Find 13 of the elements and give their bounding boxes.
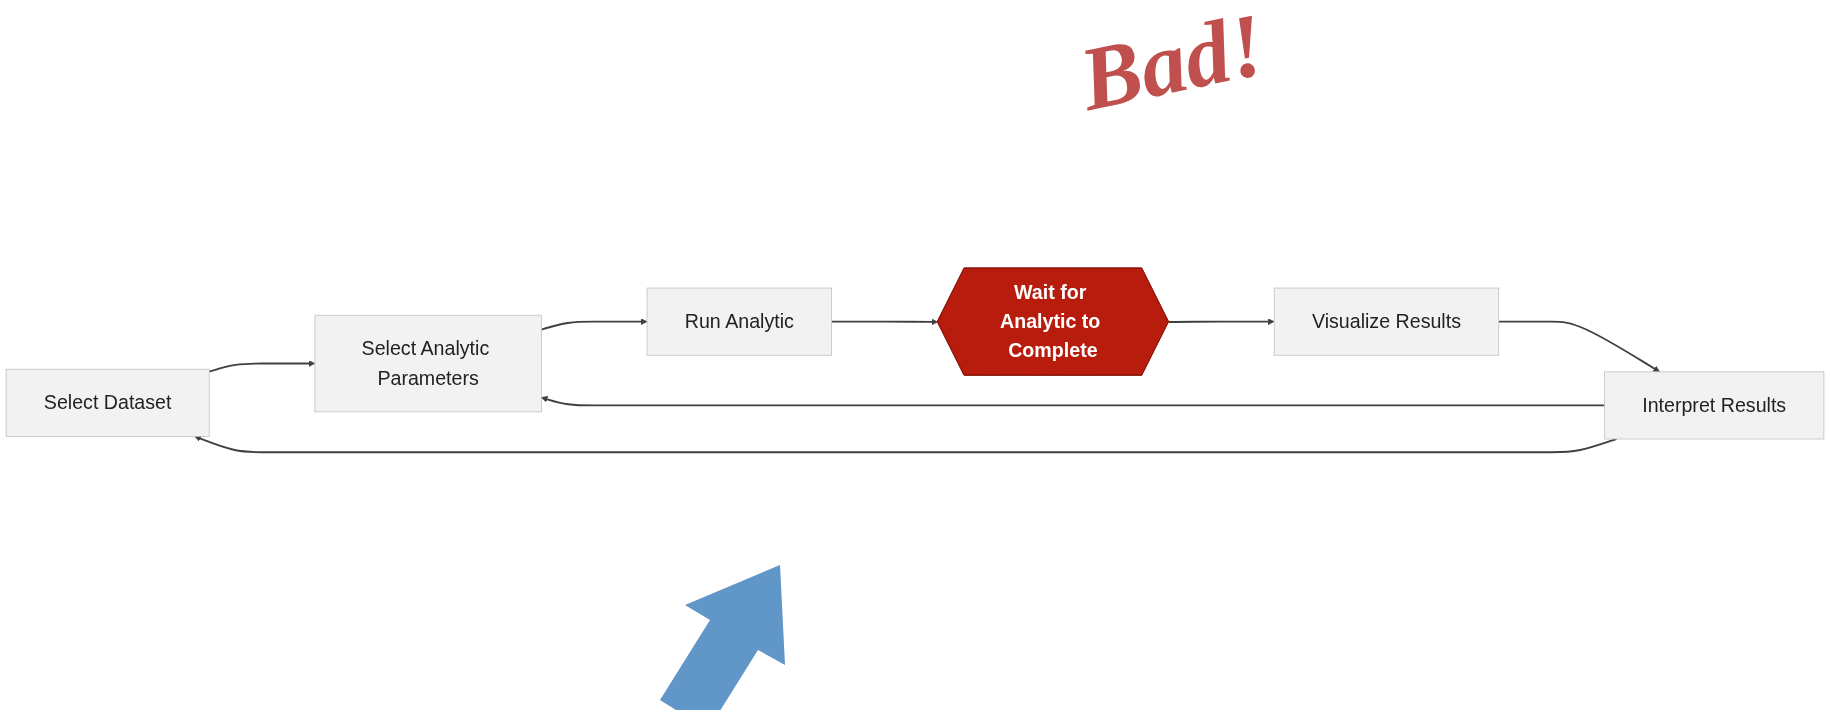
- arrow: [194, 435, 1618, 454]
- arrow: [541, 395, 1606, 407]
- arrow: [1167, 318, 1275, 325]
- annotation-text: Bad!: [1071, 0, 1274, 132]
- arrow: [830, 318, 938, 326]
- arrow: [208, 360, 316, 373]
- node-box: Run Analytic: [646, 287, 832, 356]
- node-box: Interpret Results: [1604, 371, 1825, 440]
- arrow: [540, 318, 648, 331]
- node-box: Visualize Results: [1273, 287, 1500, 356]
- node-box: Select Analytic Parameters: [314, 314, 542, 413]
- node-box: Select Dataset: [5, 368, 210, 437]
- arrow: [1497, 320, 1660, 372]
